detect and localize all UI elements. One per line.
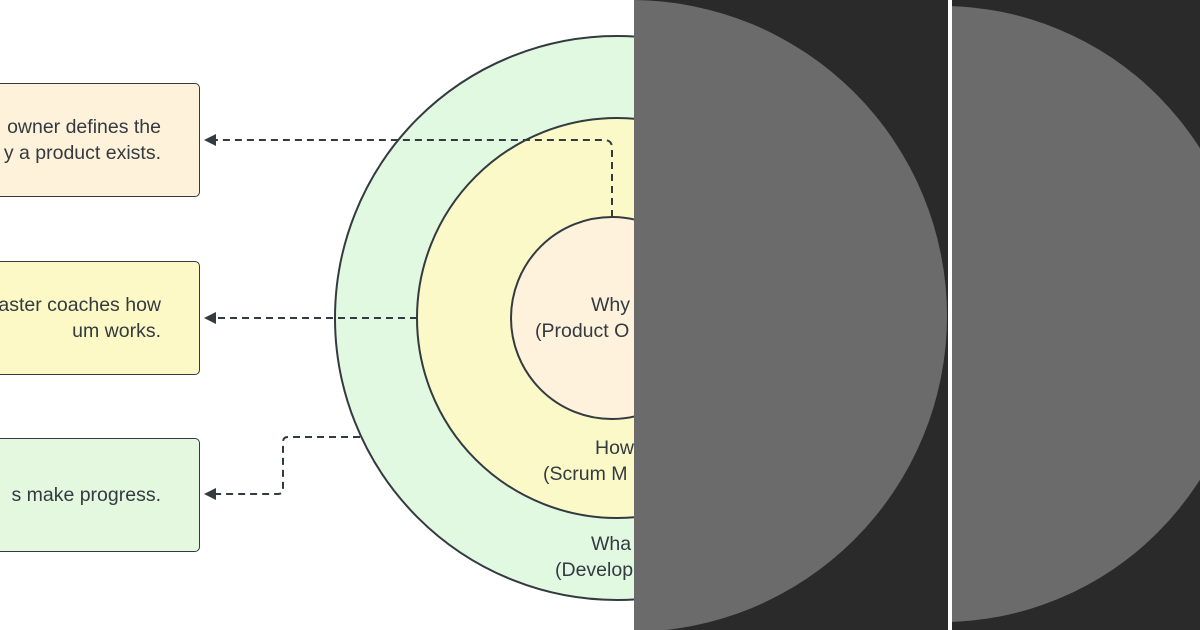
inner-circle-label: Why (Product O <box>535 294 635 342</box>
connector-owner <box>204 134 613 217</box>
outer-circle-label: Wha (Develop <box>555 533 637 581</box>
middle-circle-label: How (Scrum M <box>543 437 639 485</box>
connector-team <box>204 436 360 500</box>
panel-divider <box>948 0 952 630</box>
scrum-master-note: aster coaches how um works. <box>0 261 200 375</box>
developers-note-text: s make progress. <box>11 484 161 506</box>
product-owner-note-text: owner defines the y a product exists. <box>3 116 161 164</box>
gray-half-disc <box>952 6 1200 622</box>
dark-panel-right <box>952 0 1200 630</box>
dark-panel-left <box>634 0 948 630</box>
scrum-master-note-text: aster coaches how um works. <box>0 294 161 342</box>
gray-half-disc <box>634 0 947 630</box>
product-owner-note: owner defines the y a product exists. <box>0 83 200 197</box>
developers-note: s make progress. <box>0 438 200 552</box>
